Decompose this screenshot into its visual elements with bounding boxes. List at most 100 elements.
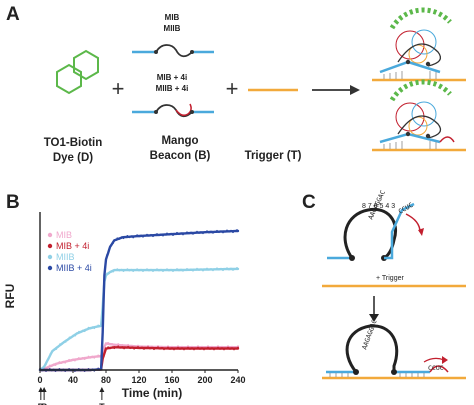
chart-point xyxy=(153,348,155,351)
chart-point xyxy=(151,346,153,349)
chart-point xyxy=(143,348,145,350)
chart-point xyxy=(219,348,221,350)
chart-point xyxy=(160,268,162,271)
chart-point xyxy=(52,363,55,366)
chart-point xyxy=(70,336,73,339)
chart-point xyxy=(50,365,53,367)
dye-label-line2: Dye (D) xyxy=(53,152,93,164)
chart-point xyxy=(184,269,186,271)
chart-point xyxy=(157,346,159,349)
legend-label: MIIB xyxy=(56,252,75,262)
chart-series-mib xyxy=(38,341,240,372)
chart-point xyxy=(186,231,188,234)
chart-point xyxy=(171,347,173,349)
chart-point xyxy=(62,360,65,363)
chart-point xyxy=(195,347,197,350)
chart-point xyxy=(236,267,238,269)
chart-point xyxy=(171,345,173,348)
chart-point xyxy=(202,269,204,272)
chart-point xyxy=(74,334,77,337)
chart-point xyxy=(144,234,146,237)
chart-point xyxy=(45,363,48,365)
chart-point xyxy=(93,356,96,359)
chart-point xyxy=(226,267,228,269)
chart-point xyxy=(192,269,194,272)
legend-swatch xyxy=(47,232,53,238)
chart-point xyxy=(85,356,88,359)
chart-point xyxy=(176,231,178,234)
chart-point xyxy=(228,230,230,233)
chart-point xyxy=(176,268,178,270)
chart-point xyxy=(165,347,167,350)
chart-point xyxy=(109,343,111,346)
chart-point xyxy=(179,348,181,350)
chart-point xyxy=(183,348,185,351)
chart-marker-label: D xyxy=(38,402,45,405)
chart-point xyxy=(51,350,54,353)
chart-point xyxy=(227,346,229,349)
chart-point xyxy=(95,355,98,358)
chart-point xyxy=(234,268,236,270)
chart-point xyxy=(112,242,115,244)
marker-arrowhead-icon xyxy=(99,387,105,392)
chart-point xyxy=(212,269,214,272)
chart-point xyxy=(210,268,212,270)
chart-point xyxy=(208,231,210,234)
chart-point xyxy=(237,346,239,349)
chart-point xyxy=(221,347,223,349)
chart-point xyxy=(111,346,114,348)
chart-point xyxy=(169,348,171,350)
chart-point xyxy=(106,254,108,257)
beacon-top-icon xyxy=(132,44,214,58)
chart-point xyxy=(227,345,229,348)
chart-point xyxy=(228,268,230,271)
chart-point xyxy=(56,362,59,365)
chart-point xyxy=(175,347,177,350)
chart-point xyxy=(97,354,100,357)
chart-point xyxy=(79,358,82,361)
chart-point xyxy=(163,348,165,351)
chart-point xyxy=(159,347,161,350)
chart-point xyxy=(178,233,180,236)
chart-point xyxy=(181,345,183,348)
chart-point xyxy=(197,345,199,348)
chart-point xyxy=(118,269,121,272)
chart-point xyxy=(66,338,69,341)
chart-point xyxy=(230,229,232,232)
chart-point xyxy=(160,233,162,236)
chart-point xyxy=(136,234,139,237)
chart-point xyxy=(174,233,176,235)
chart-point xyxy=(173,348,175,351)
chart-point xyxy=(137,344,139,347)
chart-point xyxy=(142,270,144,272)
chart-point xyxy=(217,345,219,348)
chart-point xyxy=(108,272,110,275)
loop-sequence-bottom: AAGAGGAC xyxy=(360,318,378,350)
chart-point xyxy=(102,303,105,306)
chart-point xyxy=(146,233,148,236)
chart-point xyxy=(104,266,107,269)
marker-arrowhead-icon xyxy=(41,387,47,392)
chart-point xyxy=(105,342,107,345)
chart-point xyxy=(106,272,108,275)
chart-point xyxy=(168,233,170,236)
chart-point xyxy=(230,267,232,270)
chart-point xyxy=(128,236,131,239)
chart-point xyxy=(217,346,219,349)
legend-item: MIB + 4i xyxy=(47,241,89,251)
chart-point xyxy=(47,358,50,360)
chart-series-line xyxy=(38,345,240,372)
chart-point xyxy=(236,229,238,231)
dye-label-line1: TO1-Biotin xyxy=(44,137,103,149)
chart-point xyxy=(232,231,234,234)
chart-point xyxy=(189,348,191,350)
chart-marker-d: D xyxy=(38,387,45,405)
chart-point xyxy=(60,362,63,364)
chart-point xyxy=(144,269,146,271)
legend-item: MIIB + 4i xyxy=(47,263,92,273)
chart-point xyxy=(121,343,124,346)
beacon-bottom-label-1: MIB + 4i xyxy=(157,73,187,82)
chart-point xyxy=(201,347,203,349)
chart-point xyxy=(123,347,125,350)
